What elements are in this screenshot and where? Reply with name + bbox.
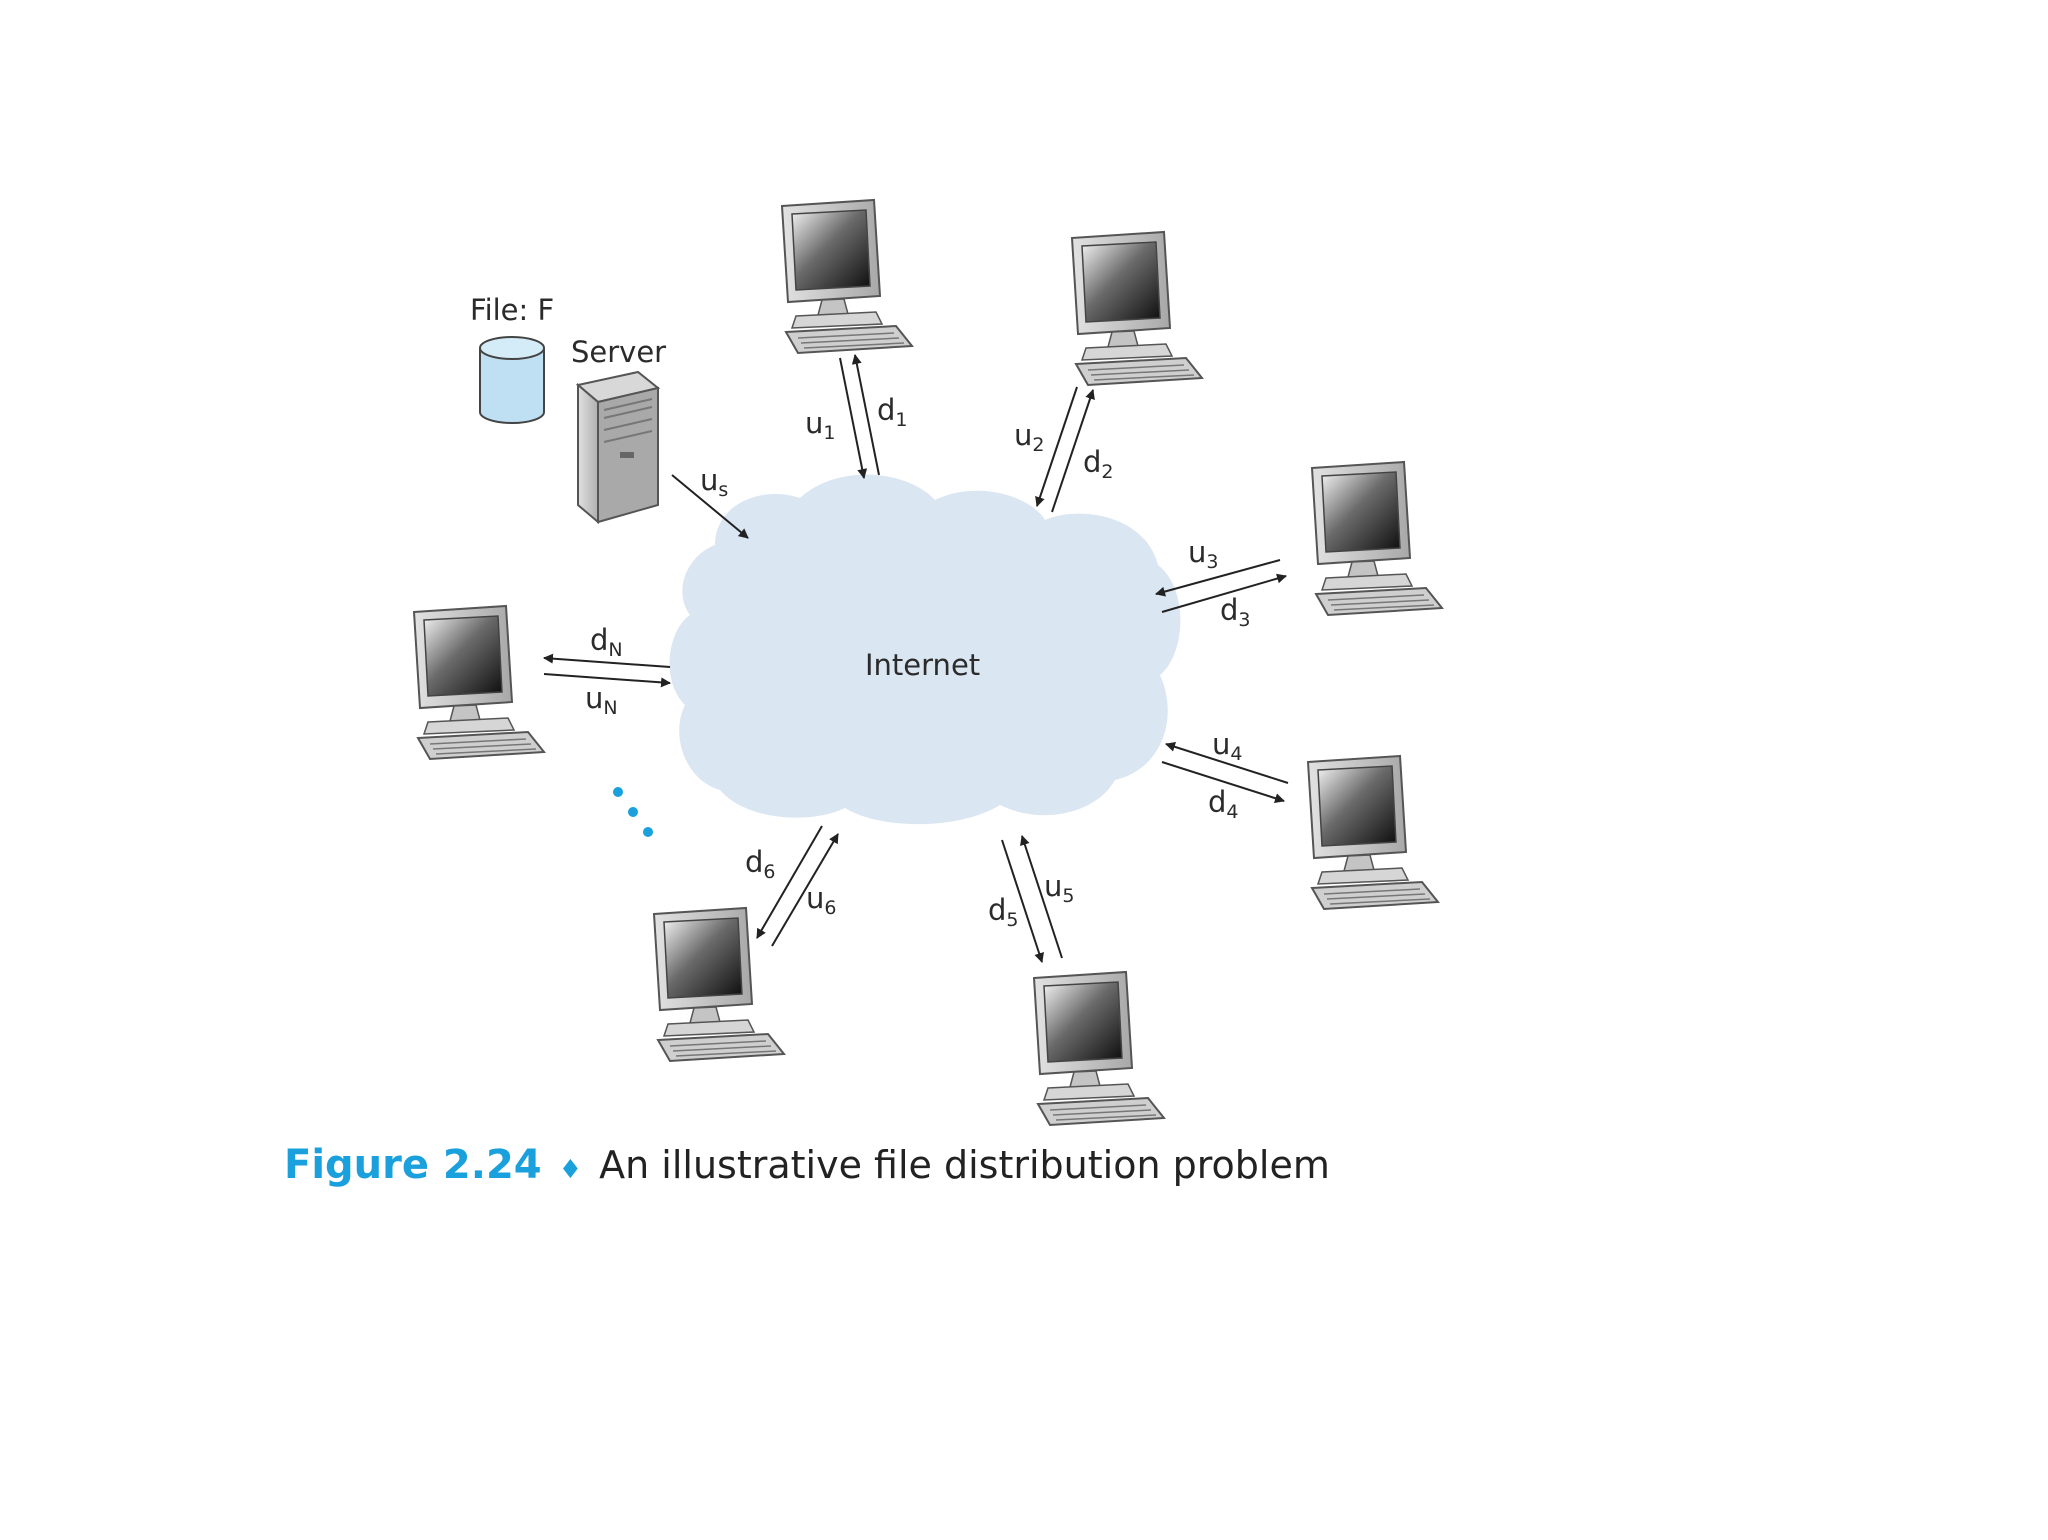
server-upload-label: us [700, 463, 728, 501]
peer-computer-6 [653, 907, 785, 1062]
figure-number: Figure 2.24 [284, 1142, 542, 1188]
caption-text: An illustrative file distribution proble… [599, 1143, 1330, 1187]
peer-2-download-arrow [1051, 389, 1095, 513]
peer-1-upload-arrow [839, 357, 868, 479]
peer-2-upload-arrow [1035, 386, 1078, 507]
peer-n-download-label: dN [590, 623, 623, 661]
peer-n-upload-arrow [543, 673, 671, 688]
peer-5-download-arrow [1001, 839, 1044, 963]
peer-6-upload-label: u6 [806, 881, 836, 919]
server-upload-arrow [671, 474, 749, 539]
peer-computer-n [413, 605, 545, 760]
peer-4-upload-arrow [1165, 741, 1289, 784]
peer-5-upload-arrow [1020, 835, 1063, 959]
peer-computer-5 [1033, 971, 1165, 1126]
peer-5-download-label: d5 [988, 893, 1019, 931]
peer-computer-1 [781, 199, 913, 354]
server-label: Server [571, 335, 666, 369]
file-storage-icon [479, 336, 545, 424]
peer-5-upload-label: u5 [1044, 869, 1074, 907]
peer-computer-4 [1307, 755, 1439, 910]
peer-computer-3 [1311, 461, 1443, 616]
peer-3-download-label: d3 [1220, 593, 1251, 631]
peer-3-download-arrow [1161, 573, 1287, 613]
peer-6-download-arrow [756, 825, 823, 939]
peer-6-download-label: d6 [745, 845, 776, 883]
peer-4-upload-label: u4 [1212, 727, 1242, 765]
peer-3-upload-arrow [1155, 559, 1281, 597]
peer-1-download-arrow [851, 354, 880, 476]
peer-n-upload-label: uN [585, 681, 618, 719]
internet-label: Internet [865, 648, 980, 682]
more-peers-ellipsis [613, 787, 653, 837]
peer-2-upload-label: u2 [1014, 418, 1044, 456]
figure-caption: Figure 2.24 ♦ An illustrative file distr… [284, 1142, 1330, 1188]
peer-2-download-label: d2 [1083, 445, 1114, 483]
internet-cloud [669, 474, 1181, 825]
peer-4-download-label: d4 [1208, 785, 1239, 823]
server-tower-icon [575, 370, 661, 525]
file-label: File: F [470, 293, 554, 327]
peer-3-upload-label: u3 [1188, 535, 1218, 573]
peer-1-upload-label: u1 [805, 406, 835, 444]
peer-6-upload-arrow [771, 833, 839, 947]
peer-1-download-label: d1 [877, 393, 908, 431]
caption-bullet-icon: ♦ [559, 1155, 582, 1185]
peer-computer-2 [1071, 231, 1203, 386]
peer-4-download-arrow [1161, 761, 1285, 804]
peer-n-download-arrow [543, 653, 671, 668]
